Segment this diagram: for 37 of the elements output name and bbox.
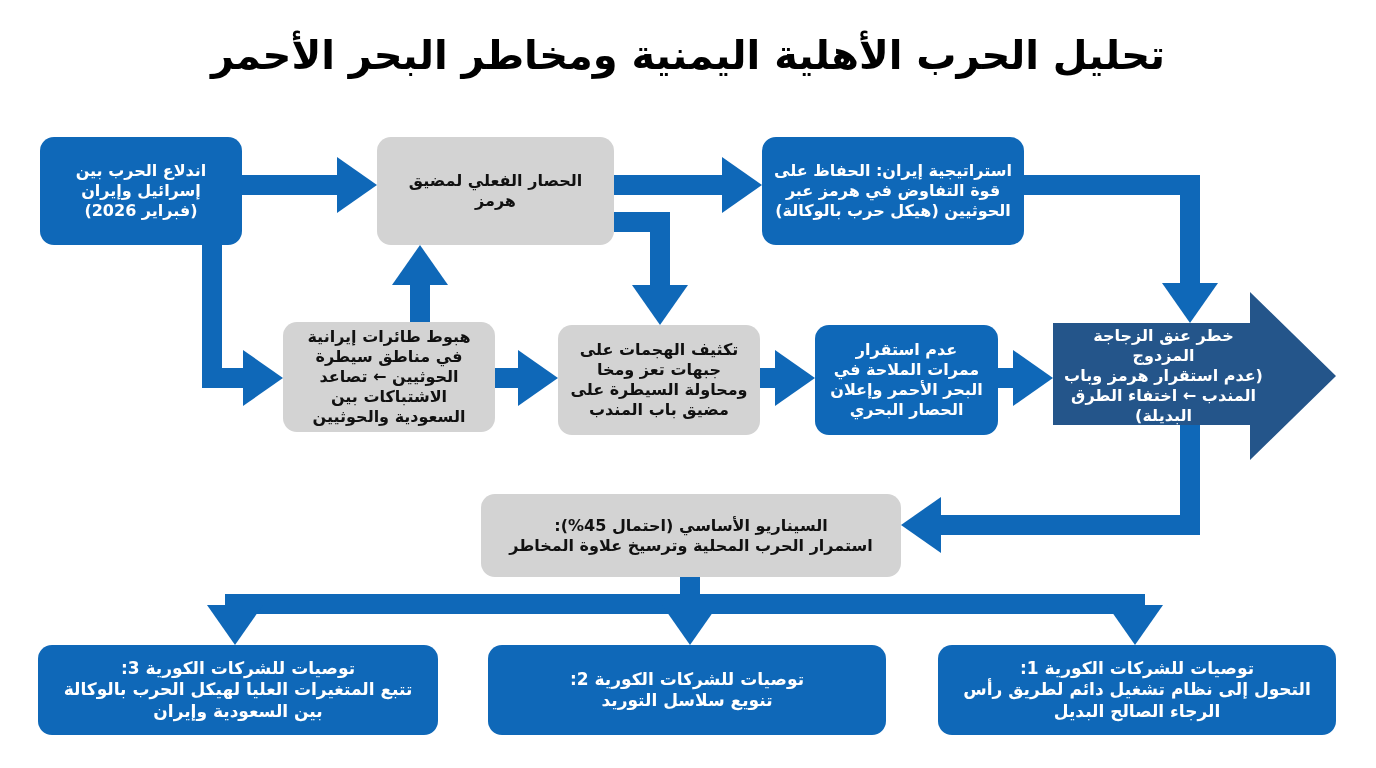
arrow <box>614 212 688 325</box>
box-text: هبوط طائرات إيرانية في مناطق سيطرة الحوثيين ← تصاعد الاشتباكات بين السعودية والحوثيين <box>306 327 472 427</box>
box-text: تتبع المتغيرات العليا لهيكل الحرب بالوكالة بين السعودية وإيران <box>62 679 414 722</box>
box-text: عدم استقرار ممرات الملاحة في البحر الأحمر وإعلان الحصار البحري <box>829 340 984 420</box>
box-text: استراتيجية إيران: الحفاظ على قوة التفاوض في هرمز عبر الحوثيين (هيكل حرب بالوكالة) <box>774 161 1012 221</box>
arrow <box>202 245 283 406</box>
box-text: التحول إلى نظام تشغيل دائم لطريق رأس الرجاء الصالح البديل <box>962 679 1312 722</box>
process-box <box>481 494 901 577</box>
title: تحليل الحرب الأهلية اليمنية ومخاطر البحر الأحمر <box>210 32 1166 78</box>
arrow <box>760 350 815 406</box>
arrow <box>901 425 1200 553</box>
process-box <box>762 137 1024 245</box>
box-heading: توصيات للشركات الكورية 2: <box>569 668 805 690</box>
box-text: استمرار الحرب المحلية وترسيخ علاوة المخاطر <box>509 535 873 556</box>
arrow <box>495 350 558 406</box>
box-text: اندلاع الحرب بين إسرائيل وإيران (فبراير 2026) <box>74 161 208 221</box>
process-box <box>377 137 614 245</box>
box-text: (عدم استقرار هرمز وباب المندب ← اختفاء الطرق البديلة) <box>1063 366 1264 426</box>
box-heading: خطر عنق الزجاجة المزدوج <box>1092 326 1235 366</box>
arrow <box>614 157 762 213</box>
process-box <box>283 322 495 432</box>
process-box <box>938 645 1336 735</box>
box-text: الحصار الفعلي لمضيق هرمز <box>407 171 584 211</box>
process-box <box>38 645 438 735</box>
arrow <box>998 350 1053 406</box>
process-box <box>558 325 760 435</box>
arrow <box>242 157 377 213</box>
box-text: تكثيف الهجمات على جبهات تعز ومخا ومحاولة السيطرة على مضيق باب المندب <box>570 340 748 420</box>
box-text: تنويع سلاسل التوريد <box>601 690 773 712</box>
box-heading: توصيات للشركات الكورية 1: <box>1019 658 1255 680</box>
process-box <box>815 325 998 435</box>
box-heading: السيناريو الأساسي (احتمال 45%): <box>554 515 828 536</box>
arrow <box>1024 175 1218 323</box>
process-box <box>488 645 886 735</box>
box-heading: توصيات للشركات الكورية 3: <box>120 658 356 680</box>
process-box <box>40 137 242 245</box>
arrow <box>392 245 448 322</box>
